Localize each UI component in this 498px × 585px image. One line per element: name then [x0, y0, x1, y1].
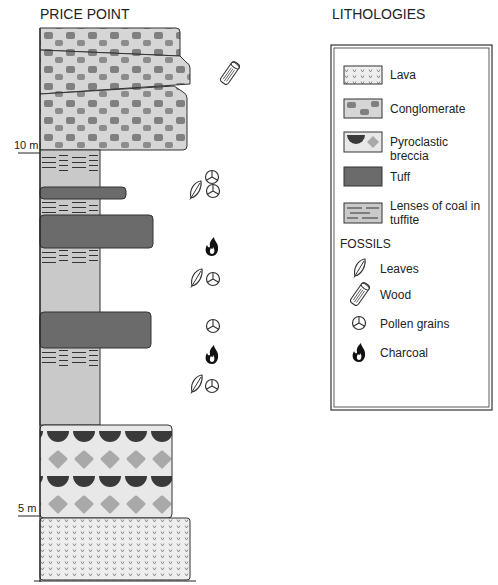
coal-lenses: [41, 201, 99, 213]
wood-symbol: [219, 61, 240, 86]
breccia-mark: [347, 135, 365, 144]
legend-text: Tuff: [390, 170, 488, 184]
wood-symbol: [349, 282, 370, 307]
coal-lens-mark: [347, 208, 379, 218]
charcoal-symbol: [206, 345, 219, 364]
leaf-symbol: [191, 375, 202, 394]
clast-mark: [360, 109, 369, 115]
pollen-symbol: [206, 380, 219, 393]
section-heading: LITHOLOGIES: [332, 7, 425, 21]
tuff-bed: [40, 187, 126, 199]
conglomerate-bed: [40, 86, 187, 150]
legend-text: Leaves: [380, 262, 486, 276]
clast-mark: [371, 101, 379, 107]
legend-text: Wood: [380, 288, 486, 302]
pollen-symbol: [207, 320, 220, 333]
legend-text: Lenses of coal in tuffite: [390, 199, 488, 227]
lava-layer: [40, 518, 190, 580]
coal-lenses: [41, 153, 99, 172]
clast-mark: [347, 102, 356, 108]
tuff-bed: [40, 312, 151, 348]
breccia-swatch: [344, 132, 382, 152]
legend-text: Pyroclastic breccia: [390, 135, 488, 163]
scale-label: 10 m: [14, 138, 38, 152]
section-heading: FOSSILS: [340, 237, 391, 251]
leaf-symbol: [354, 259, 365, 278]
pollen-symbol: [206, 171, 219, 184]
conglomerate-swatch: [344, 99, 382, 118]
tuff-bed: [40, 215, 153, 248]
leaf-symbol: [191, 269, 202, 288]
charcoal-symbol: [206, 237, 219, 256]
legend-frame: [334, 48, 489, 407]
column-title: PRICE POINT: [40, 7, 129, 21]
pollen-symbol: [353, 317, 366, 330]
base-line: [34, 580, 196, 581]
coal-lenses: [41, 350, 99, 366]
scale-tick: [18, 516, 40, 517]
tuffite-swatch: [344, 203, 382, 223]
legend-text: Charcoal: [380, 346, 486, 360]
scale-label: 5 m: [18, 501, 36, 515]
legend-frame: [331, 45, 492, 410]
legend-text: Lava: [390, 68, 488, 82]
pollen-symbol: [207, 273, 220, 286]
legend-text: Conglomerate: [390, 102, 488, 116]
pollen-symbol: [207, 185, 220, 198]
leaf-symbol: [190, 181, 201, 200]
scale-tick: [18, 153, 40, 154]
column-axis: [39, 28, 40, 582]
tuff-swatch: [344, 167, 382, 186]
legend-text: Pollen grains: [380, 317, 486, 331]
charcoal-symbol: [353, 343, 366, 362]
breccia-layer: [40, 425, 172, 518]
coal-lenses: [41, 250, 99, 264]
lava-swatch: [344, 66, 382, 84]
breccia-mark: [367, 136, 379, 148]
